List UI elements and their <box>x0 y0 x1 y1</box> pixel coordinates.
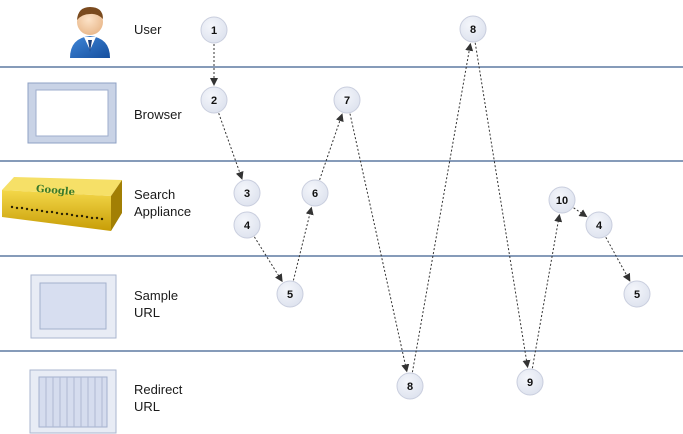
page-icon <box>30 274 117 339</box>
lane-separators <box>0 66 683 352</box>
step-label: 8 <box>470 24 476 36</box>
step-node: 4 <box>585 211 613 239</box>
step-label: 3 <box>244 188 250 200</box>
step-node: 9 <box>516 368 544 396</box>
step-node: 1 <box>200 16 228 44</box>
step-label: 4 <box>596 220 603 232</box>
step-node: 4 <box>233 211 261 239</box>
flow-arrow <box>319 113 344 180</box>
step-node: 5 <box>276 280 304 308</box>
striped-page-icon <box>29 369 117 434</box>
flow-arrow <box>474 42 531 369</box>
lane-label-sample-url-line1: Sample <box>134 288 178 303</box>
step-label: 8 <box>407 381 413 393</box>
step-label: 9 <box>527 377 533 389</box>
step-label: 6 <box>312 188 318 200</box>
step-node: 8 <box>459 15 487 43</box>
step-label: 5 <box>287 289 293 301</box>
flow-arrow <box>605 237 631 282</box>
step-label: 1 <box>211 25 217 37</box>
step-node: 6 <box>301 179 329 207</box>
lane-label-search-appliance-line2: Appliance <box>134 204 191 219</box>
flow-arrow <box>349 113 410 373</box>
flow-arrow <box>411 42 474 373</box>
flow-arrow <box>531 213 563 369</box>
flow-arrow <box>218 113 244 180</box>
lane-label-search-appliance-line1: Search <box>134 187 175 202</box>
flow-arrows <box>210 42 631 373</box>
lane-label-redirect-url-line1: Redirect <box>134 382 183 397</box>
step-nodes: 1 2 3 4 5 6 7 8 <box>200 15 651 400</box>
lane-label-redirect-url-line2: URL <box>134 399 160 414</box>
step-node: 5 <box>623 280 651 308</box>
step-node: 2 <box>200 86 228 114</box>
step-node: 10 <box>548 186 576 214</box>
step-label: 4 <box>244 220 251 232</box>
flow-arrow <box>253 236 283 283</box>
appliance-logo-text: Google <box>36 184 76 198</box>
lane-label-browser: Browser <box>134 107 182 122</box>
step-node: 3 <box>233 179 261 207</box>
google-search-appliance-icon: Google <box>2 177 122 231</box>
step-node: 8 <box>396 372 424 400</box>
step-label: 10 <box>556 195 568 207</box>
lane-label-sample-url-line2: URL <box>134 305 160 320</box>
step-label: 7 <box>344 95 350 107</box>
flow-arrow <box>573 207 588 218</box>
user-icon <box>70 7 110 58</box>
browser-window-icon <box>27 82 117 144</box>
step-label: 2 <box>211 95 217 107</box>
step-label: 5 <box>634 289 640 301</box>
lane-label-user: User <box>134 22 162 37</box>
step-node: 7 <box>333 86 361 114</box>
flow-arrow <box>292 206 314 281</box>
